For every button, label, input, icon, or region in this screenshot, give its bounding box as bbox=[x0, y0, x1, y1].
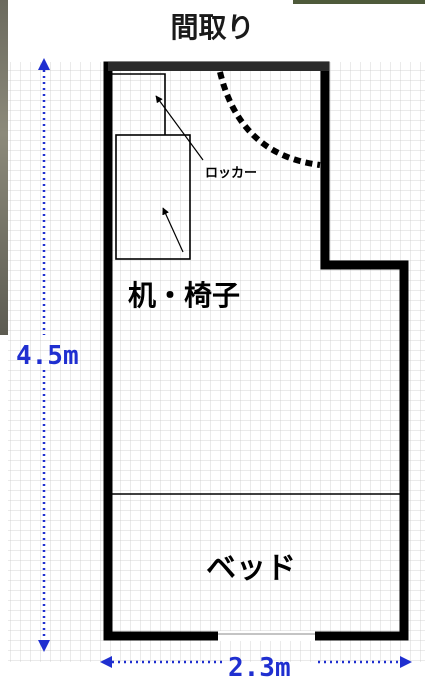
dimension-arrowhead bbox=[100, 656, 112, 668]
locker-outline bbox=[112, 73, 166, 135]
height-dimension-label: 4.5m bbox=[16, 341, 79, 371]
locker-pointer-arrow bbox=[155, 95, 204, 161]
desk-outline bbox=[115, 134, 191, 260]
dimension-arrowhead bbox=[38, 640, 50, 652]
page-title: 間取り bbox=[170, 11, 255, 44]
locker-label: ロッカー bbox=[205, 166, 257, 181]
background-photo-edge bbox=[293, 0, 425, 4]
desk-chair-label: 机・椅子 bbox=[128, 279, 240, 312]
door-opening bbox=[218, 631, 315, 641]
grid-background bbox=[8, 62, 425, 662]
dimension-arrowhead bbox=[400, 656, 412, 668]
desk-pointer-arrow bbox=[162, 207, 184, 253]
dimension-arrowhead bbox=[38, 58, 50, 70]
width-dimension-label: 2.3m bbox=[228, 653, 291, 678]
bed-label: ベッド bbox=[206, 551, 296, 586]
door-swing-arc bbox=[217, 71, 321, 168]
background-photo-edge bbox=[0, 0, 8, 335]
top-wall bbox=[108, 62, 329, 71]
